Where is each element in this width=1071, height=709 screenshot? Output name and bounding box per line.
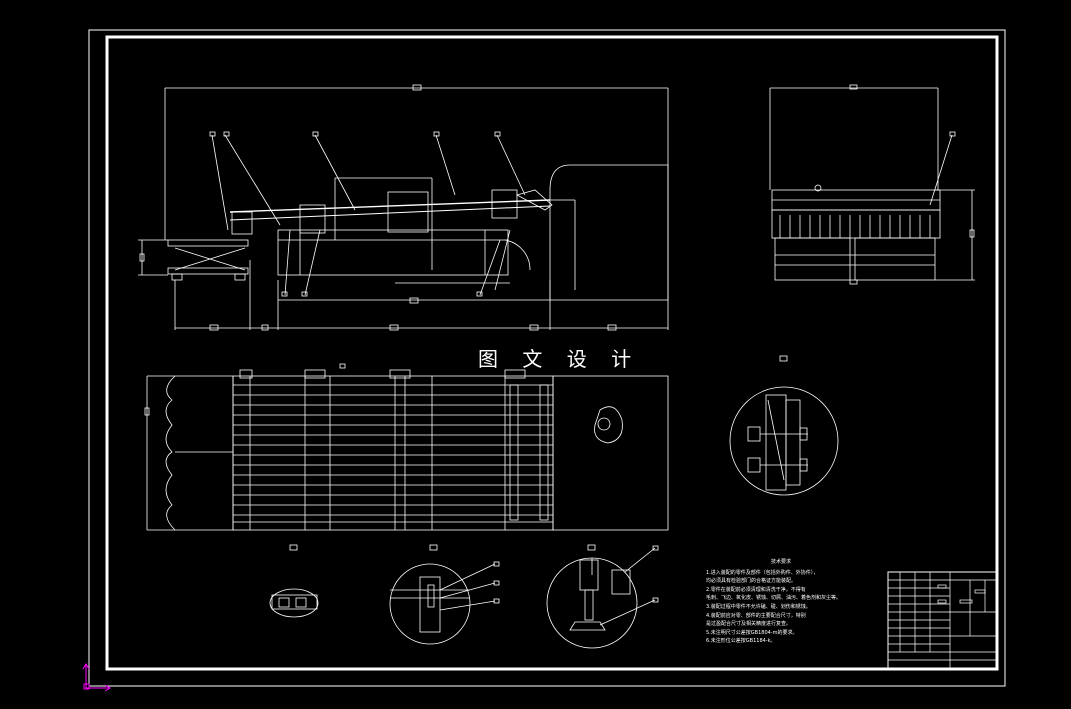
detail-rail-profile xyxy=(269,588,319,618)
front-elevation-view xyxy=(138,84,669,331)
ucs-axis-icon xyxy=(82,663,111,692)
notes-line: 2.零件在装配前必须清理和清洗干净，不得有 xyxy=(706,586,806,593)
watermark-text: 图 文 设 计 xyxy=(478,347,641,371)
notes-line: 毛刺、飞边、氧化皮、锈蚀、切屑、油污、着色剂和灰尘等。 xyxy=(706,595,842,602)
detail-circle-bolts xyxy=(729,386,839,496)
notes-line: 是过盈配合尺寸及相关精度进行复查。 xyxy=(706,621,792,628)
notes-line: 3.装配过程中零件不允许磕、碰、划伤和锈蚀。 xyxy=(706,603,811,610)
outer-frame xyxy=(88,29,1006,687)
notes-line: 4.装配前应对零、部件的主要配合尺寸，特别 xyxy=(706,612,806,619)
notes-title: 技术要求 xyxy=(770,559,791,565)
notes-line: 1.进入装配的零件及部件（包括外购件、外协件）， xyxy=(706,569,819,576)
title-block xyxy=(887,571,998,670)
notes-line: 均必须具有检验部门的合格证方能装配。 xyxy=(706,578,797,585)
notes-line: 5.未注明尺寸公差按GB1804-m的要求。 xyxy=(706,629,798,636)
plan-view xyxy=(144,355,788,551)
detail-circle-support xyxy=(546,545,659,649)
detail-circle-guide xyxy=(389,561,500,645)
technical-notes: 技术要求 1.进入装配的零件及部件（包括外购件、外协件）， 均必须具有检验部门的… xyxy=(706,558,876,646)
inner-frame xyxy=(105,35,999,671)
notes-line: 6.未注形位公差按GB1184-k。 xyxy=(706,638,776,645)
side-elevation-view xyxy=(769,84,975,285)
